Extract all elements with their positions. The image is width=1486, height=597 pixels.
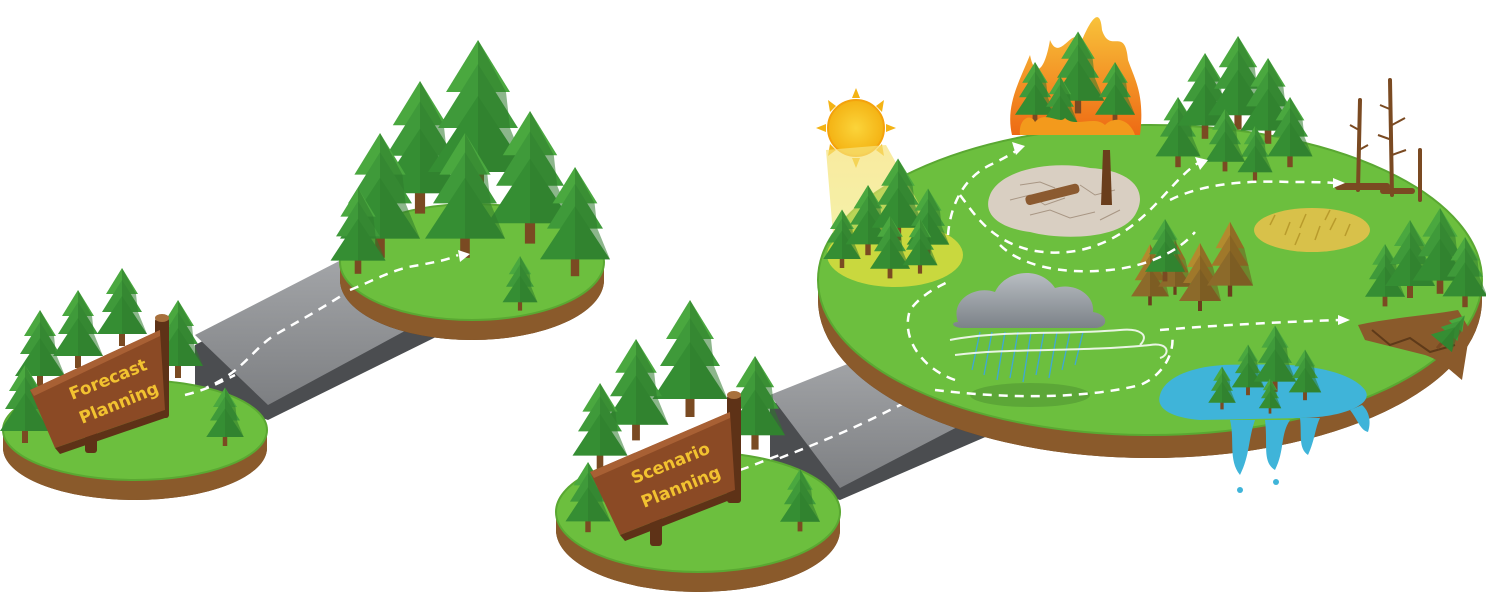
island-forest <box>330 40 610 340</box>
landslide-erosion-icon <box>1358 306 1476 380</box>
wildfire-icon <box>1010 17 1142 135</box>
scenario-planning-sign: Scenario Planning <box>590 391 741 546</box>
dry-grass-icon <box>1254 208 1370 252</box>
flood-pond-icon <box>1159 325 1370 493</box>
forecast-planning-sign: Forecast Planning <box>30 314 169 454</box>
dead-trees-icon <box>1335 78 1422 202</box>
path-arrows <box>1012 142 1350 325</box>
upper-forest <box>1155 35 1313 181</box>
storm-cloud-icon <box>949 272 1168 407</box>
sunny-patch <box>823 158 963 287</box>
drought-cracked-ground-icon <box>988 150 1140 237</box>
scenario-paths <box>906 147 1341 398</box>
